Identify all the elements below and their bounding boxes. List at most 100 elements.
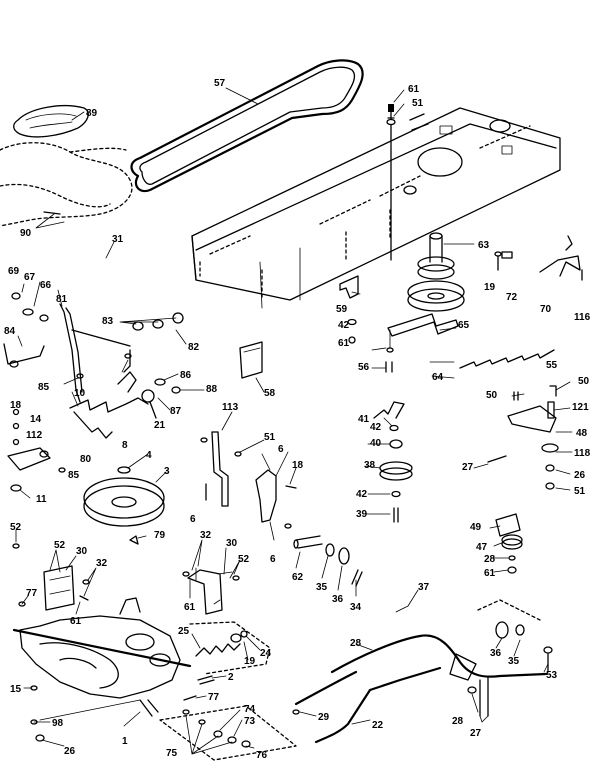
callout: 80 — [80, 454, 92, 465]
spring-55 — [459, 349, 555, 369]
callout: 67 — [24, 272, 36, 283]
callout: 75 — [166, 748, 178, 759]
callout: 48 — [576, 428, 588, 439]
callout: 30 — [226, 538, 238, 549]
callout: 28 — [484, 554, 496, 565]
callout: 2 — [228, 672, 234, 683]
callout: 32 — [96, 558, 108, 569]
callout: 19 — [244, 656, 256, 667]
left-linkage — [3, 292, 131, 403]
callout: 15 — [10, 684, 22, 695]
callout: 73 — [244, 716, 256, 727]
callout: 24 — [260, 648, 272, 659]
callout: 27 — [462, 462, 474, 473]
callout: 65 — [458, 320, 470, 331]
callout: 82 — [188, 342, 200, 353]
callout: 10 — [74, 388, 86, 399]
callout: 1 — [122, 736, 128, 747]
bracket-59 — [339, 275, 359, 344]
right-stack — [487, 385, 559, 490]
callout: 47 — [476, 542, 488, 553]
callout: 41 — [358, 414, 370, 425]
callout: 35 — [508, 656, 520, 667]
callout: 112 — [26, 430, 43, 441]
callout: 51 — [574, 486, 586, 497]
callout: 81 — [56, 294, 68, 305]
callout: 51 — [264, 432, 276, 443]
callout: 90 — [20, 228, 32, 239]
callout: 19 — [484, 282, 496, 293]
callout: 116 — [574, 312, 591, 323]
callout: 85 — [68, 470, 80, 481]
callout: 18 — [292, 460, 304, 471]
drive-belt — [130, 59, 364, 193]
callout: 57 — [214, 78, 226, 89]
idler-arm — [385, 313, 459, 373]
callout: 42 — [338, 320, 350, 331]
callout: 4 — [146, 450, 152, 461]
callout: 113 — [222, 402, 239, 413]
rods — [292, 634, 553, 744]
callout: 38 — [364, 460, 376, 471]
callout: 34 — [350, 602, 362, 613]
callout: 32 — [200, 530, 212, 541]
callout: 118 — [574, 448, 591, 459]
callout: 64 — [432, 372, 444, 383]
pulley-stack — [386, 104, 465, 312]
callout: 22 — [372, 720, 384, 731]
callout: 40 — [370, 438, 382, 449]
callout: 88 — [206, 384, 218, 395]
callout: 85 — [38, 382, 50, 393]
callout: 56 — [358, 362, 370, 373]
callout: 61 — [184, 602, 196, 613]
callout: 61 — [408, 84, 420, 95]
callout: 63 — [478, 240, 490, 251]
callout: 36 — [332, 594, 344, 605]
callout: 42 — [370, 422, 382, 433]
callout: 52 — [10, 522, 22, 533]
hardware-set — [159, 705, 297, 761]
callout: 35 — [316, 582, 328, 593]
callout: 72 — [506, 292, 518, 303]
right-lower-stack — [495, 513, 523, 574]
lower-left-linkages — [12, 543, 240, 615]
callout: 70 — [540, 304, 552, 315]
callout: 55 — [546, 360, 558, 371]
callout: 3 — [164, 466, 170, 477]
callout: 26 — [64, 746, 76, 757]
callout: 8 — [122, 440, 128, 451]
callout: 37 — [418, 582, 430, 593]
callout: 53 — [546, 670, 558, 681]
brake-rod — [293, 535, 363, 587]
callout: 28 — [350, 638, 362, 649]
callout: 6 — [190, 514, 196, 525]
callout: 27 — [470, 728, 482, 739]
body-outline — [0, 142, 133, 227]
callout: 6 — [270, 554, 276, 565]
callout: 52 — [238, 554, 250, 565]
callout: 21 — [154, 420, 166, 431]
callout: 83 — [102, 316, 114, 327]
callout: 77 — [208, 692, 220, 703]
callout: 77 — [26, 588, 38, 599]
callout: 52 — [54, 540, 66, 551]
left-parts — [7, 408, 66, 492]
callout: 36 — [490, 648, 502, 659]
callout: 58 — [264, 388, 276, 399]
callout: 25 — [178, 626, 190, 637]
callout: 87 — [170, 406, 182, 417]
brackets-113-6 — [200, 431, 297, 529]
callout: 61 — [484, 568, 496, 579]
parts-86-88-87-21 — [141, 378, 181, 419]
callout: 121 — [572, 402, 589, 413]
bracket-58 — [239, 341, 263, 379]
callout: 39 — [356, 509, 368, 520]
center-stack — [373, 401, 413, 523]
callout: 51 — [412, 98, 424, 109]
callout-labels: 57 61 51 89 90 31 63 19 72 70 116 69 67 … — [4, 78, 591, 761]
callout: 42 — [356, 489, 368, 500]
callout: 86 — [180, 370, 192, 381]
brake-parts-right — [494, 235, 583, 281]
callout: 6 — [278, 444, 284, 455]
